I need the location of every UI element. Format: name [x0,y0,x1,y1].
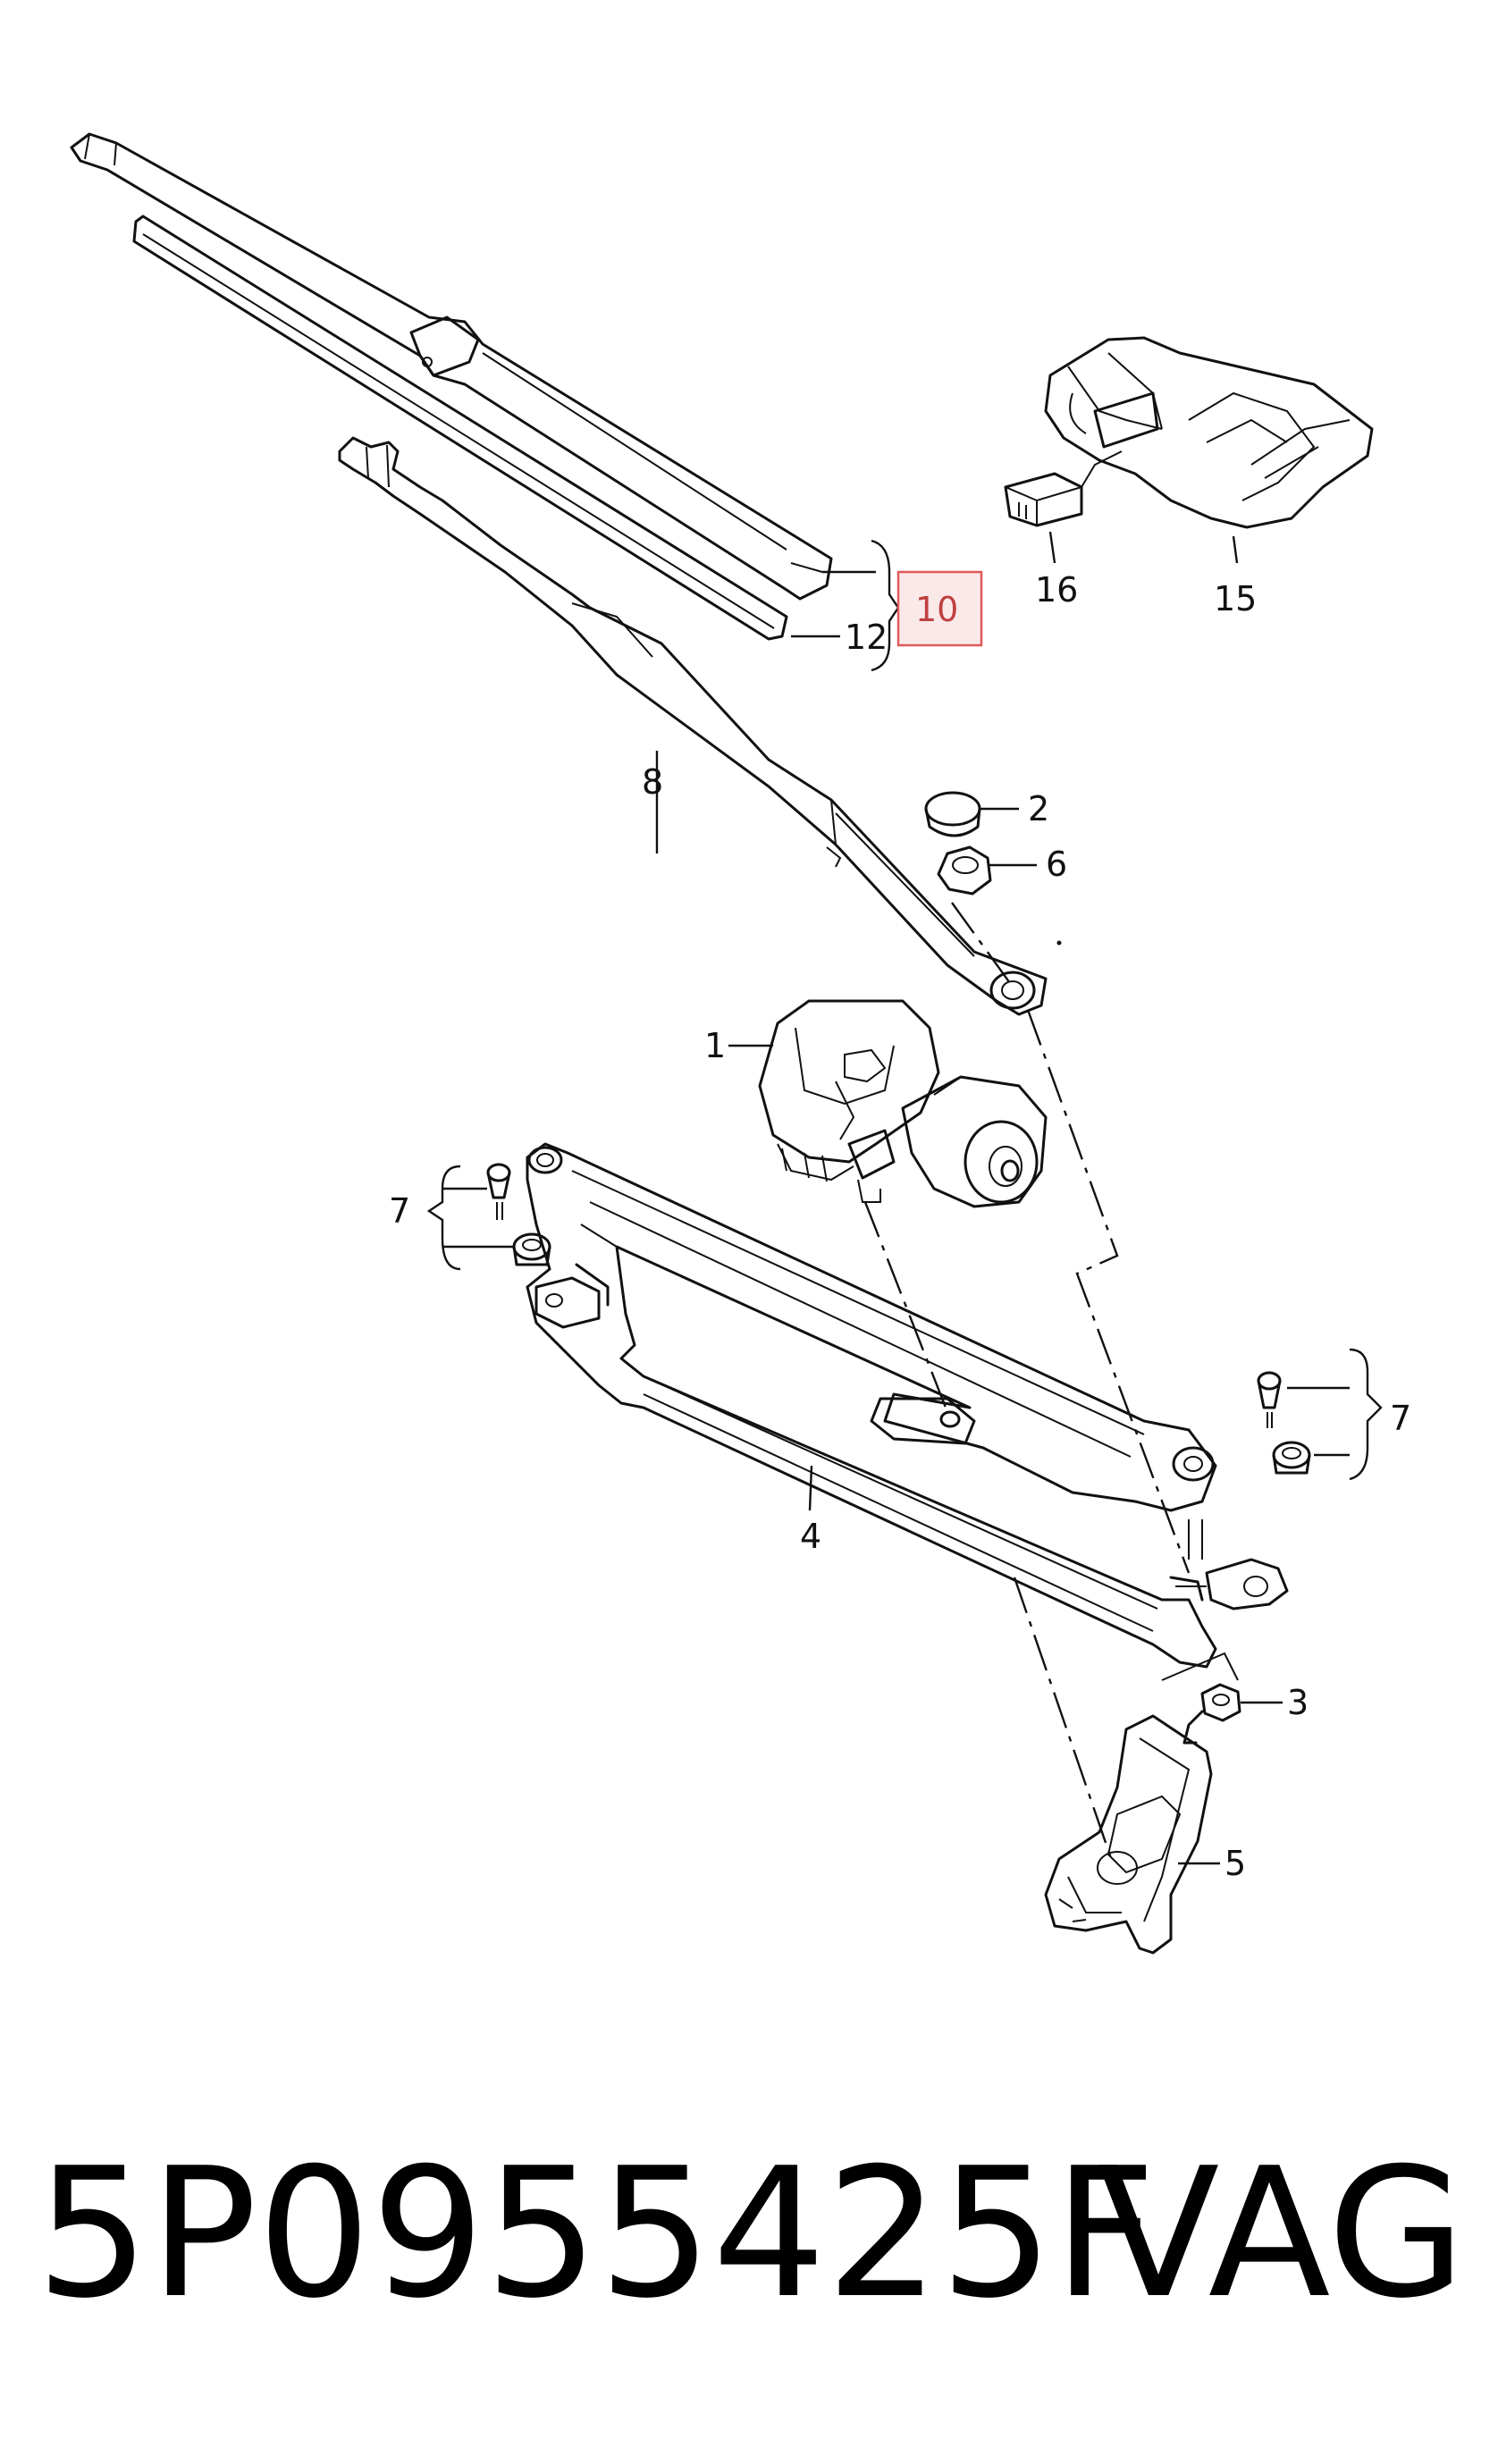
leader-lines [426,531,1383,1865]
callout-4: 4 [800,1517,821,1556]
wiper-motor-part-1 [758,999,1048,1208]
bolt-set-left-part-7 [486,1163,551,1266]
brand-name: VAG [1097,2130,1466,2338]
callout-16: 16 [1035,570,1078,610]
highlight-box-callout-10 [896,570,983,647]
callout-6: 6 [1046,845,1067,884]
cap-part-2 [924,791,981,837]
callout-12: 12 [845,618,888,657]
footer: 5P0955425F VAG [36,2145,1466,2377]
connector-part-16 [1004,450,1123,527]
callout-2: 2 [1028,789,1049,828]
callout-1: 1 [704,1026,726,1065]
callout-7-right: 7 [1390,1399,1411,1438]
wiper-arm [338,436,1048,1016]
callout-15: 15 [1214,579,1257,618]
grommet-part-3 [1182,1683,1241,1745]
part-number: 5P0955425F [36,2130,1157,2338]
wiper-rubber-insert [132,214,788,641]
wiper-blade [70,132,833,601]
nut-part-6 [937,845,992,896]
alignment-lines [863,902,1191,1864]
control-module-part-15 [1044,336,1374,529]
callout-10: 10 [915,590,958,629]
callout-3: 3 [1287,1683,1309,1722]
callout-5: 5 [1224,1844,1246,1883]
bolt-set-right-part-7 [1257,1371,1311,1475]
linkage-frame-part-4 [526,1142,1289,1681]
callout-8: 8 [642,762,663,802]
callout-7-left: 7 [389,1191,410,1231]
mounting-bracket-part-5 [1044,1714,1213,1955]
